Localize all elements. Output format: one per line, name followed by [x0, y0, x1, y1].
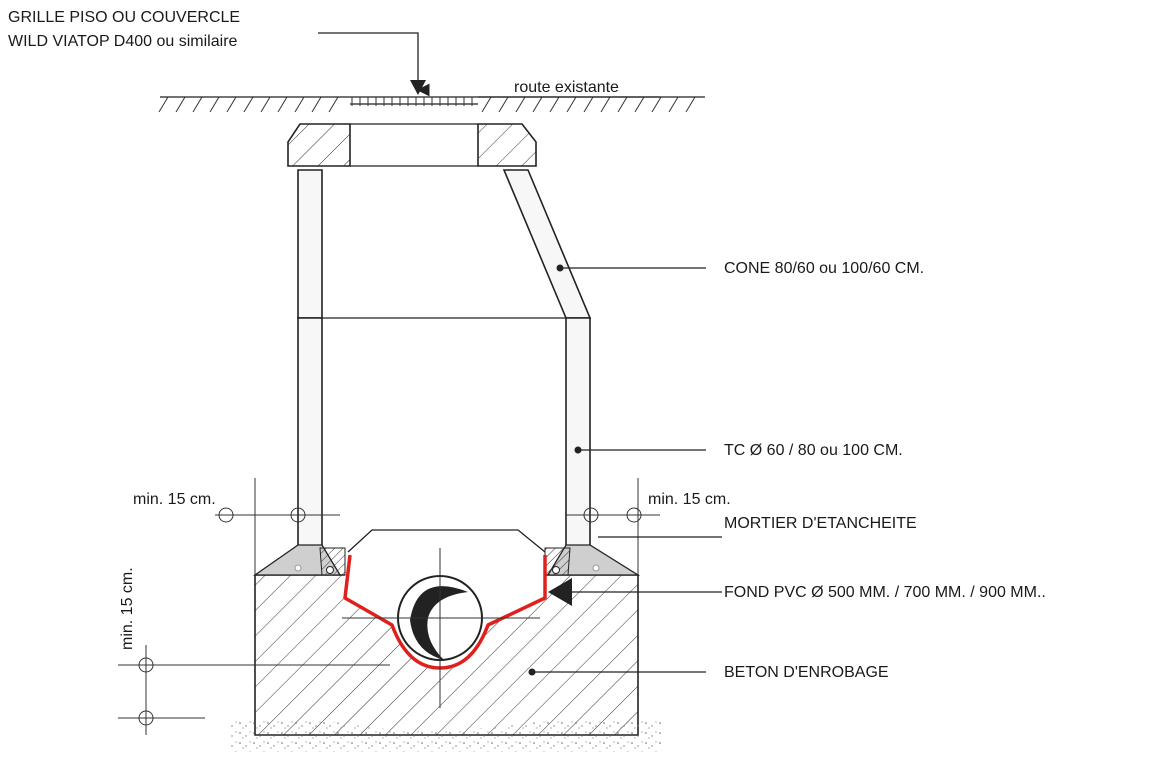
road-hatch-tick	[158, 96, 169, 113]
road-hatch-tick	[668, 96, 679, 113]
road-hatch-tick	[192, 96, 203, 113]
mortar-seal	[252, 544, 641, 576]
pipe-section	[297, 317, 591, 561]
road-hatch-tick	[209, 96, 220, 113]
labels: GRILLE PISO OU COUVERCLE WILD VIATOP D40…	[8, 9, 1046, 681]
label-min-left: min. 15 cm.	[133, 491, 216, 508]
label-beton: BETON D'ENROBAGE	[724, 664, 889, 681]
label-grille-line2: WILD VIATOP D400 ou similaire	[8, 33, 238, 50]
road-hatch-tick	[685, 96, 696, 113]
road-hatch-tick	[634, 96, 645, 113]
road-hatch-tick	[651, 96, 662, 113]
road-hatch-tick	[498, 96, 509, 113]
road-hatch-tick	[175, 96, 186, 113]
label-cone: CONE 80/60 ou 100/60 CM.	[724, 260, 924, 277]
road-hatch-tick	[515, 96, 526, 113]
road-hatch-tick	[226, 96, 237, 113]
road-hatch-tick	[566, 96, 577, 113]
label-grille-line1: GRILLE PISO OU COUVERCLE	[8, 9, 240, 26]
road-hatch-tick	[277, 96, 288, 113]
road-hatch-tick	[481, 96, 492, 113]
cone-section	[297, 169, 592, 319]
road-hatch-tick	[243, 96, 254, 113]
leader-lines	[318, 32, 722, 676]
dimension-lines	[118, 478, 660, 735]
road-hatch-tick	[583, 96, 594, 113]
label-min-vertical: min. 15 cm.	[119, 567, 136, 650]
road-hatch-tick	[617, 96, 628, 113]
label-route: route existante	[514, 79, 619, 96]
gravel-bed	[230, 719, 662, 752]
label-mortier: MORTIER D'ETANCHEITE	[724, 515, 917, 532]
label-tc: TC Ø 60 / 80 ou 100 CM.	[724, 442, 903, 459]
road-hatch-tick	[311, 96, 322, 113]
road-hatch-tick	[328, 96, 339, 113]
road-hatch-tick	[260, 96, 271, 113]
road-hatch-tick	[600, 96, 611, 113]
cover-frame	[287, 123, 537, 167]
road-hatch-tick	[549, 96, 560, 113]
pipe-circle	[342, 548, 540, 708]
grille-cover	[350, 97, 478, 106]
label-min-right: min. 15 cm.	[648, 491, 731, 508]
road-hatch-tick	[532, 96, 543, 113]
label-fond: FOND PVC Ø 500 MM. / 700 MM. / 900 MM..	[724, 584, 1046, 601]
road-hatch-tick	[294, 96, 305, 113]
